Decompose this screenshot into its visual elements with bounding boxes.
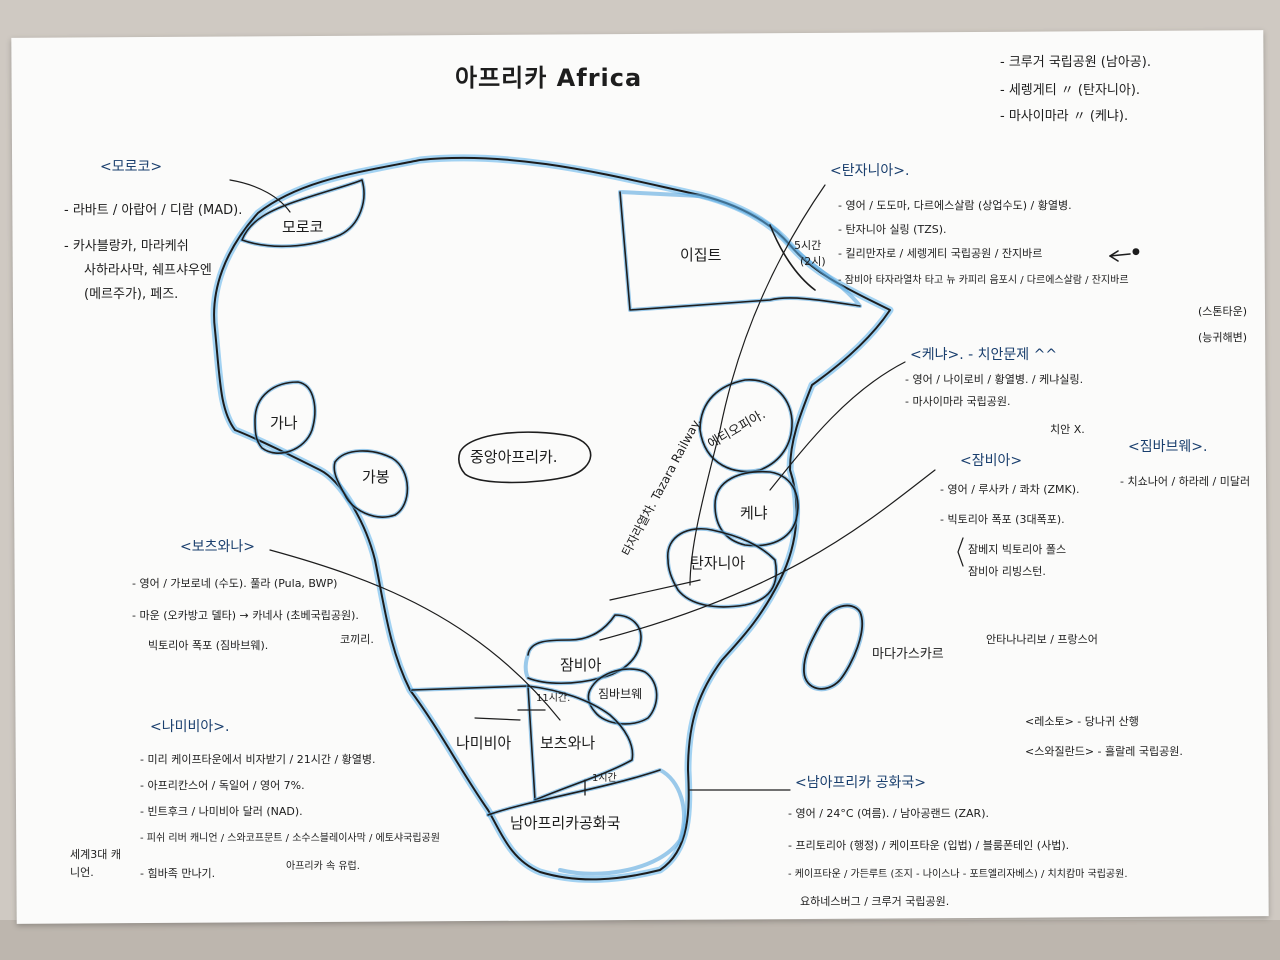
zambia-safety-note: 치안 X. bbox=[1050, 423, 1085, 436]
southafrica-heading: <남아프리카 공화국> bbox=[795, 775, 926, 791]
map-label-zimbabwe: 짐바브웨 bbox=[598, 687, 643, 701]
namibia-note: - 빈트후크 / 나미비아 달러 (NAD). bbox=[140, 805, 303, 818]
central-africa-border bbox=[458, 431, 592, 484]
southafrica-note: - 영어 / 24°C (여름). / 남아공랜드 (ZAR). bbox=[788, 807, 989, 820]
morocco-note: 사하라사막, 쉐프샤우엔 bbox=[84, 263, 212, 278]
madagascar-note: 안타나나리보 / 프랑스어 bbox=[986, 633, 1098, 646]
zambia-note: - 빅토리아 폭포 (3대폭포). bbox=[940, 513, 1065, 526]
morocco-note: - 카사블랑카, 마라케쉬 bbox=[64, 239, 189, 254]
tanzania-note: - 탄자니아 실링 (TZS). bbox=[838, 223, 947, 236]
parks-line: - 세렝게티 〃 (탄자니아). bbox=[1000, 83, 1141, 98]
kenya-note: - 마사이마라 국립공원. bbox=[905, 395, 1011, 408]
leader-namibia-1 bbox=[474, 717, 521, 721]
morocco-heading: <모로코> bbox=[100, 159, 163, 175]
map-label-egypt: 이집트 bbox=[680, 246, 722, 264]
southafrica-note: - 케이프타운 / 가든루트 (조지 - 나이스나 - 포트엘리자베스) / 치… bbox=[788, 869, 1128, 880]
morocco-note: - 라바트 / 아랍어 / 디람 (MAD). bbox=[64, 203, 243, 218]
table-surface bbox=[0, 920, 1280, 960]
tanzania-note: - 킬리만자로 / 세렝게티 국립공원 / 잔지바르 bbox=[838, 247, 1043, 260]
zambia-bracket bbox=[957, 537, 964, 567]
zambia-note: - 영어 / 루사카 / 콰차 (ZMK). bbox=[940, 483, 1080, 496]
zimbabwe-heading: <짐바브웨>. bbox=[1128, 439, 1208, 455]
zambia-note: 잠베지 빅토리아 폴스 bbox=[968, 543, 1067, 556]
kenya-heading: <케냐>. - 치안문제 ^^ bbox=[910, 347, 1058, 363]
zimbabwe-note: - 치쇼나어 / 하라레 / 미달러 bbox=[1120, 475, 1251, 488]
parks-line: - 마사이마라 〃 (케냐). bbox=[1000, 109, 1129, 124]
botswana-heading: <보츠와나> bbox=[180, 539, 255, 555]
kenya-note: - 영어 / 나이로비 / 황열병. / 케냐실링. bbox=[905, 373, 1084, 386]
leader-railway bbox=[609, 579, 701, 601]
botswana-note: 코끼리. bbox=[340, 633, 374, 646]
map-label-south-africa: 남아프리카공화국 bbox=[510, 814, 621, 832]
africa-outline bbox=[213, 156, 891, 881]
madagascar-outline bbox=[801, 603, 865, 692]
southafrica-note: 요하네스버그 / 크루거 국립공원. bbox=[800, 895, 950, 908]
map-label-gabon: 가봉 bbox=[362, 468, 390, 486]
map-label-namibia: 나미비아 bbox=[456, 734, 512, 752]
zambia-heading: <잠비아> bbox=[960, 453, 1023, 469]
namibia-note: - 힘바족 만나기. bbox=[140, 867, 216, 880]
map-label-tanzania: 탄자니아 bbox=[690, 554, 746, 572]
tanzania-heading: <탄자니아>. bbox=[830, 163, 910, 179]
map-label-botswana: 보츠와나 bbox=[540, 734, 596, 752]
tanzania-arrow bbox=[1109, 253, 1131, 257]
map-label-morocco: 모로코 bbox=[282, 218, 324, 236]
namibia-side-note: 세계3대 캐니언. bbox=[70, 848, 121, 879]
travel-time-11h: 11시간. bbox=[536, 693, 571, 704]
flight-time: (2시) bbox=[800, 255, 826, 268]
botswana-note: 빅토리아 폭포 (짐바브웨). bbox=[148, 639, 269, 652]
namibia-note: - 미리 케이프타운에서 비자받기 / 21시간 / 황열병. bbox=[140, 753, 376, 766]
morocco-note: (메르주가), 페즈. bbox=[84, 287, 179, 302]
namibia-sub-note: 아프리카 속 유럽. bbox=[286, 861, 360, 872]
parks-line: - 크루거 국립공원 (남아공). bbox=[1000, 55, 1151, 70]
tanzania-note: - 영어 / 도도마, 다르에스살람 (상업수도) / 황열병. bbox=[838, 199, 1072, 212]
travel-time-1h: 1시간 bbox=[592, 773, 617, 784]
leader-zambia bbox=[599, 469, 936, 641]
tanzania-note: (능귀해변) bbox=[1198, 331, 1248, 344]
leader-kenya bbox=[769, 361, 906, 491]
namibia-heading: <나미비아>. bbox=[150, 719, 230, 735]
botswana-note: - 마운 (오카방고 델타) → 카네사 (초베국립공원). bbox=[132, 609, 359, 622]
africa-outline-highlight bbox=[210, 154, 894, 883]
dot-icon: ● bbox=[1132, 247, 1140, 257]
namibia-note: - 아프리칸스어 / 독일어 / 영어 7%. bbox=[140, 779, 305, 792]
map-label-kenya: 케냐 bbox=[740, 504, 768, 522]
leader-tanzania bbox=[689, 184, 826, 586]
madagascar-label: 마다가스카르 bbox=[872, 647, 944, 662]
flight-time: 5시간 bbox=[794, 239, 822, 252]
zambia-note: 잠비아 리빙스턴. bbox=[968, 565, 1046, 578]
botswana-note: - 영어 / 가보로네 (수도). 풀라 (Pula, BWP) bbox=[132, 577, 338, 590]
page-title: 아프리카 Africa bbox=[455, 64, 643, 92]
swaziland-note: <스와질란드> - 흘랄레 국립공원. bbox=[1025, 745, 1183, 758]
namibia-note: - 피쉬 리버 캐니언 / 스와코프문트 / 소수스블레이사막 / 에토샤국립공… bbox=[140, 833, 440, 844]
southafrica-note: - 프리토리아 (행정) / 케이프타운 (입법) / 블룸폰테인 (사법). bbox=[788, 839, 1070, 852]
leader-botswana bbox=[269, 549, 561, 721]
tanzania-note: - 잠비아 타자라열차 타고 뉴 카피리 음포시 / 다르에스살람 / 잔지바르 bbox=[838, 275, 1129, 286]
leader-morocco bbox=[229, 179, 291, 213]
tanzania-note: (스톤타운) bbox=[1198, 305, 1248, 318]
map-label-zambia: 잠비아 bbox=[560, 656, 602, 674]
lesotho-note: <레소토> - 당나귀 산행 bbox=[1025, 715, 1139, 728]
egypt-border bbox=[618, 190, 862, 312]
map-label-ghana: 가나 bbox=[270, 414, 298, 432]
map-label-central-africa: 중앙아프리카. bbox=[470, 448, 558, 466]
